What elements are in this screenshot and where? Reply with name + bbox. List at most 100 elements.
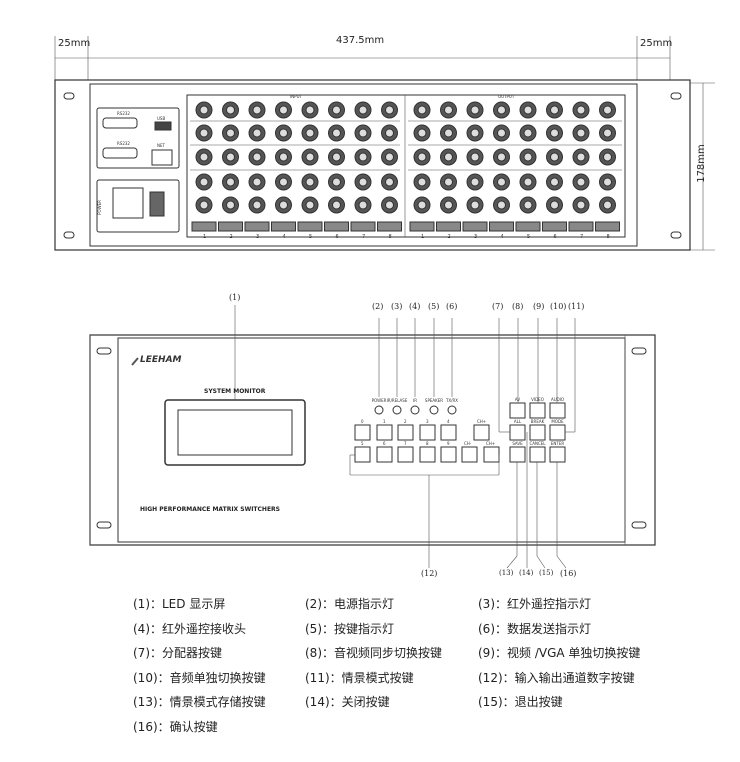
function-button bbox=[549, 424, 566, 441]
channel-number: 7 bbox=[362, 234, 366, 240]
callout-label: (12) bbox=[421, 569, 438, 578]
bnc-core bbox=[252, 128, 262, 138]
rack-slot bbox=[670, 92, 682, 100]
digit-label: 6 bbox=[383, 441, 386, 446]
bnc-core bbox=[576, 177, 586, 187]
legend-item: (14)：关闭按键 bbox=[305, 695, 390, 709]
bnc-core bbox=[550, 177, 559, 187]
digit-button bbox=[376, 446, 393, 463]
bnc-core bbox=[226, 152, 235, 162]
rear-rack bbox=[54, 79, 691, 251]
bnc-core bbox=[523, 105, 533, 115]
bnc-core bbox=[603, 152, 612, 162]
bnc-core bbox=[332, 152, 341, 162]
indicator-led bbox=[429, 405, 439, 415]
digit-button bbox=[419, 446, 436, 463]
legend-item: (9)：视频 /VGA 单独切换按键 bbox=[478, 646, 641, 660]
function-button bbox=[529, 402, 546, 419]
bnc-core bbox=[550, 105, 559, 115]
led-label: POWER bbox=[371, 398, 387, 403]
terminal-block bbox=[515, 221, 541, 232]
rack-slot bbox=[63, 231, 75, 239]
callout-label: (13) bbox=[499, 569, 514, 577]
bnc-core bbox=[358, 128, 368, 138]
rear-chassis bbox=[89, 83, 638, 247]
digit-button bbox=[376, 424, 393, 441]
ch-button bbox=[483, 446, 500, 463]
callout-label: (15) bbox=[539, 569, 554, 577]
terminal-block bbox=[489, 221, 514, 232]
digit-button bbox=[354, 424, 371, 441]
power-socket bbox=[112, 187, 144, 219]
bnc-core bbox=[523, 152, 533, 162]
terminal-block bbox=[350, 221, 376, 232]
port-label: USB bbox=[157, 116, 166, 121]
bnc-core bbox=[226, 105, 235, 115]
callout-label: (4) bbox=[409, 302, 421, 311]
callout-label: (9) bbox=[533, 302, 545, 311]
channel-number: 3 bbox=[474, 234, 478, 240]
bnc-core bbox=[332, 200, 341, 210]
digit-label: 2 bbox=[404, 419, 407, 424]
terminal-block bbox=[297, 221, 323, 232]
callout-label: (8) bbox=[512, 302, 524, 311]
bnc-core bbox=[279, 177, 288, 187]
ch-label: CH+ bbox=[477, 419, 487, 424]
legend-item: (4)：红外遥控接收头 bbox=[133, 621, 246, 636]
net-port bbox=[151, 149, 173, 166]
bnc-core bbox=[550, 128, 559, 138]
legend-item: (13)：情景模式存储按键 bbox=[133, 695, 266, 709]
bnc-core bbox=[497, 105, 506, 115]
bnc-core bbox=[252, 152, 262, 162]
digit-label: 5 bbox=[361, 441, 364, 446]
function-label: CANCEL bbox=[529, 441, 546, 446]
bnc-core bbox=[444, 128, 453, 138]
channel-number: 8 bbox=[606, 234, 610, 240]
callout-label: (11) bbox=[568, 302, 585, 311]
bnc-core bbox=[199, 128, 209, 138]
rack-slot bbox=[96, 521, 112, 529]
function-button bbox=[549, 446, 566, 463]
channel-number: 6 bbox=[335, 234, 339, 240]
channel-number: 3 bbox=[256, 234, 260, 240]
channel-number: 5 bbox=[527, 234, 531, 240]
channel-number: 5 bbox=[309, 234, 313, 240]
channel-number: 7 bbox=[580, 234, 584, 240]
logo-mark bbox=[131, 357, 139, 366]
terminal-block bbox=[377, 221, 402, 232]
rack-slot bbox=[670, 231, 682, 239]
channel-number: 2 bbox=[229, 234, 233, 240]
dim-left: 25mm bbox=[58, 38, 91, 49]
bnc-core bbox=[199, 177, 209, 187]
brand-logo: LEEHAM bbox=[140, 355, 182, 365]
callout-label: (1) bbox=[229, 293, 241, 302]
dim-right: 25mm bbox=[640, 38, 673, 49]
bnc-core bbox=[470, 128, 480, 138]
indicator-led bbox=[447, 405, 457, 415]
callout-label: (14) bbox=[519, 569, 534, 577]
bnc-core bbox=[444, 152, 453, 162]
function-button bbox=[529, 424, 546, 441]
callout-label: (2) bbox=[372, 302, 384, 311]
indicator-led bbox=[410, 405, 420, 415]
terminal-block bbox=[462, 221, 488, 232]
power-box bbox=[96, 179, 180, 233]
function-label: ALL bbox=[513, 419, 522, 424]
bnc-core bbox=[497, 177, 506, 187]
bnc-core bbox=[252, 105, 262, 115]
ch-label: CH- bbox=[464, 441, 472, 446]
bnc-core bbox=[385, 177, 394, 187]
led-label: SPEAKER bbox=[424, 398, 444, 403]
bnc-core bbox=[444, 200, 453, 210]
digit-label: 9 bbox=[447, 441, 450, 446]
legend-item: (11)：情景模式按键 bbox=[305, 670, 414, 685]
monitor-title: SYSTEM MONITOR bbox=[204, 388, 266, 395]
terminal-block bbox=[324, 221, 349, 232]
terminal-block bbox=[191, 221, 217, 232]
bnc-core bbox=[305, 105, 315, 115]
digit-label: 3 bbox=[426, 419, 429, 424]
function-button bbox=[529, 446, 546, 463]
terminal-block bbox=[542, 221, 567, 232]
digit-label: 8 bbox=[426, 441, 429, 446]
